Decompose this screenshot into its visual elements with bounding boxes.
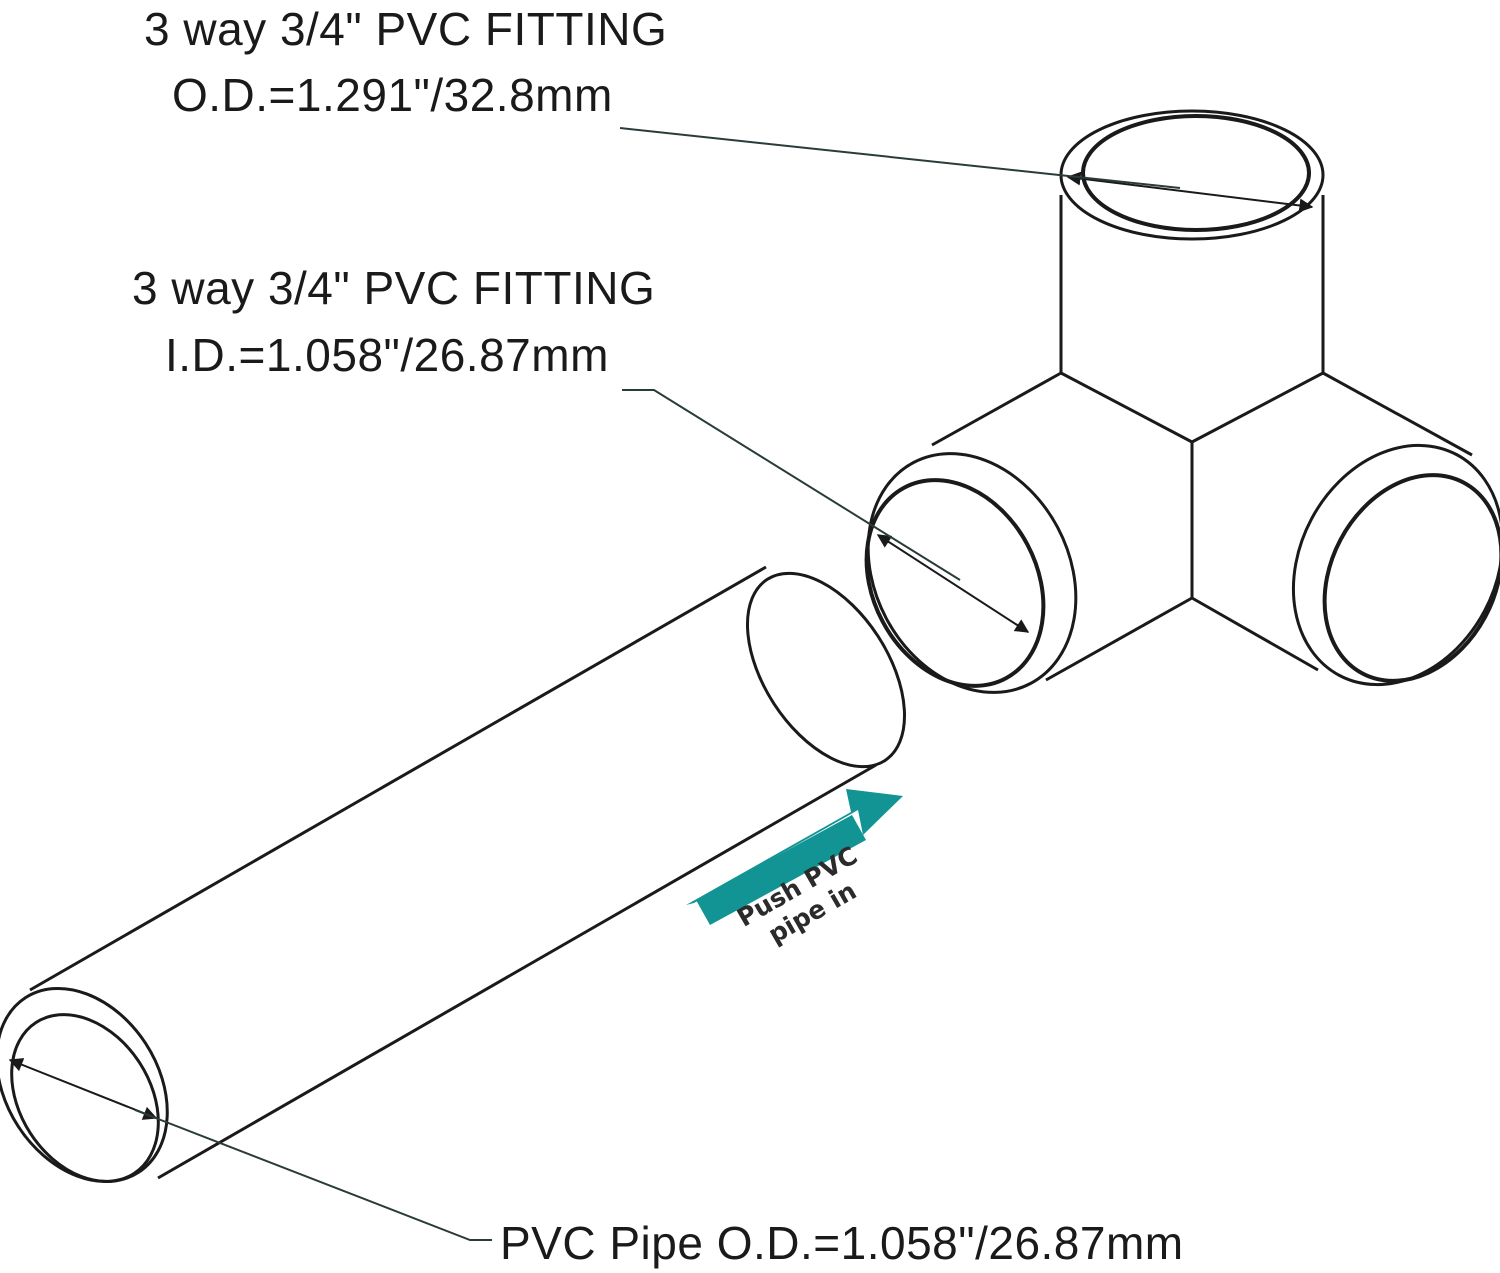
- push-arrow-body: [696, 815, 866, 925]
- fitting-right-socket: [1291, 443, 1500, 687]
- fitting-od-value: O.D.=1.291"/32.8mm: [172, 69, 613, 121]
- dimension-arrows: [8, 171, 1314, 1120]
- three-way-fitting: [864, 109, 1500, 694]
- pipe-od-dimension: [8, 1058, 158, 1120]
- id-leader-line: [622, 389, 961, 581]
- pipe-od-label: PVC Pipe O.D.=1.058"/26.87mm: [500, 1217, 1184, 1269]
- leader-lines: [134, 127, 1181, 1241]
- fitting-top-socket: [1059, 109, 1325, 373]
- fitting-od-title: 3 way 3/4" PVC FITTING: [144, 3, 668, 55]
- pipe-leader-line: [134, 1109, 492, 1241]
- fitting-id-value: I.D.=1.058"/26.87mm: [165, 329, 609, 381]
- fitting-id-dimension: [876, 534, 1030, 633]
- od-leader-line: [619, 127, 1181, 189]
- fitting-body: [931, 371, 1473, 682]
- fitting-id-title: 3 way 3/4" PVC FITTING: [132, 262, 656, 314]
- fitting-od-dimension: [1066, 171, 1314, 213]
